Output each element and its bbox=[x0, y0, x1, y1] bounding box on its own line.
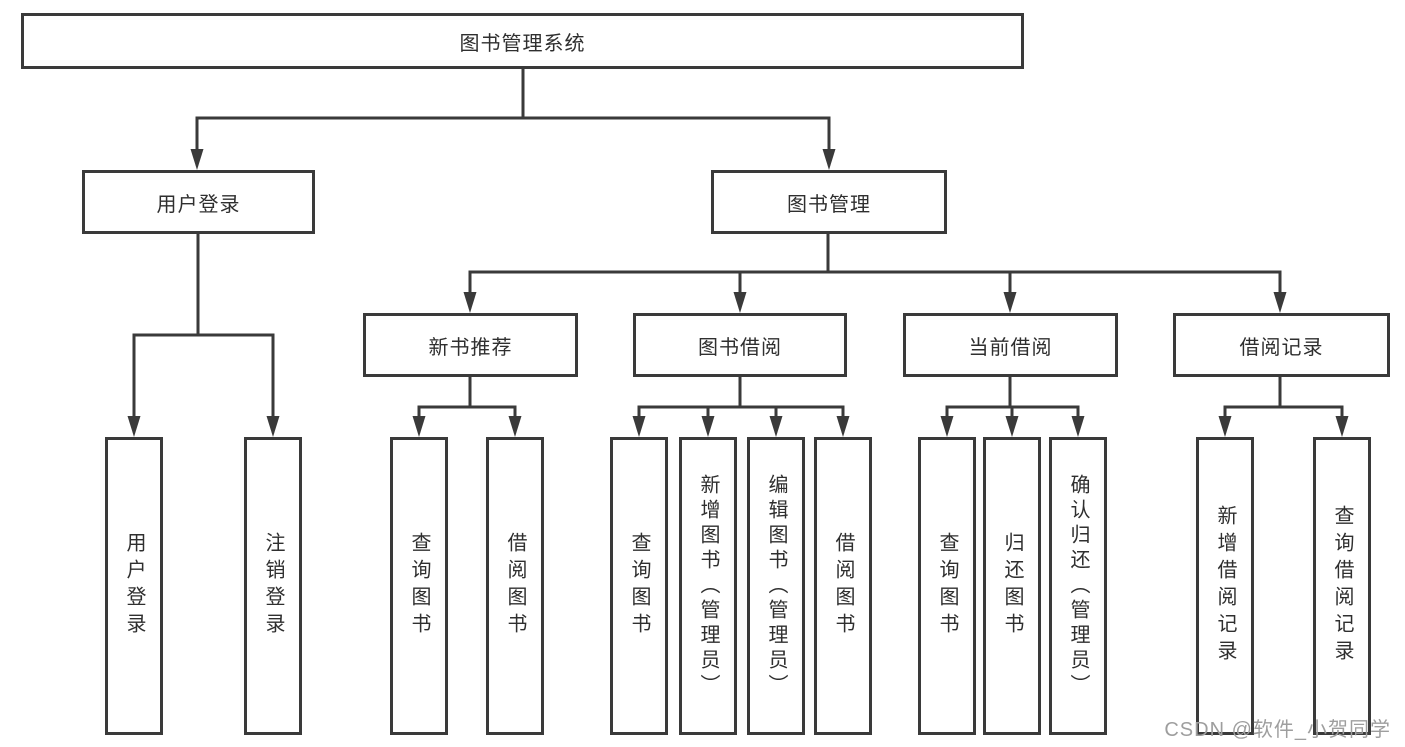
leaf-add-borrow-record: 新增借阅记录 bbox=[1196, 437, 1254, 735]
node-book-borrow: 图书借阅 bbox=[633, 313, 847, 377]
arrowhead bbox=[190, 149, 204, 170]
node-root: 图书管理系统 bbox=[21, 13, 1024, 69]
leaf-return-books: 归还图书 bbox=[983, 437, 1041, 735]
leaf-edit-book-admin: 编辑图书（管理员） bbox=[747, 437, 805, 735]
arrowhead bbox=[701, 416, 715, 437]
arrowhead bbox=[463, 292, 477, 313]
connector-newbook-to-leaves bbox=[417, 375, 517, 420]
node-borrow-records: 借阅记录 bbox=[1173, 313, 1390, 377]
arrowhead bbox=[1005, 416, 1019, 437]
arrowhead bbox=[266, 416, 280, 437]
leaf-borrow-books: 借阅图书 bbox=[814, 437, 872, 735]
node-book-management: 图书管理 bbox=[711, 170, 947, 234]
leaf-user-login: 用户登录 bbox=[105, 437, 163, 735]
connector-currentborrow-to-leaves bbox=[945, 375, 1080, 420]
arrowhead bbox=[632, 416, 646, 437]
node-current-borrow: 当前借阅 bbox=[903, 313, 1118, 377]
connector-borrowrecords-to-leaves bbox=[1223, 375, 1344, 420]
arrowhead bbox=[508, 416, 522, 437]
connector-strokes bbox=[132, 67, 1344, 420]
arrowhead bbox=[836, 416, 850, 437]
leaf-query-books-current: 查询图书 bbox=[918, 437, 976, 735]
arrowhead bbox=[822, 149, 836, 170]
leaf-query-books-borrow: 查询图书 bbox=[610, 437, 668, 735]
watermark-text: CSDN @软件_小贺同学 bbox=[1164, 719, 1391, 741]
leaf-borrow-books-recommend: 借阅图书 bbox=[486, 437, 544, 735]
leaf-query-borrow-record: 查询借阅记录 bbox=[1313, 437, 1371, 735]
arrowhead bbox=[127, 416, 141, 437]
leaf-add-book-admin: 新增图书（管理员） bbox=[679, 437, 737, 735]
arrowhead bbox=[1335, 416, 1349, 437]
arrowhead bbox=[1273, 292, 1287, 313]
arrowhead bbox=[1218, 416, 1232, 437]
connector-userlogin-to-leaves bbox=[132, 232, 275, 420]
leaf-confirm-return-admin: 确认归还（管理员） bbox=[1049, 437, 1107, 735]
arrowheads bbox=[127, 149, 1349, 437]
arrowhead bbox=[769, 416, 783, 437]
connector-bookmgmt-to-level3 bbox=[468, 232, 1282, 296]
arrowhead bbox=[1071, 416, 1085, 437]
connector-bookborrow-to-leaves bbox=[637, 375, 845, 420]
node-new-book-recommend: 新书推荐 bbox=[363, 313, 578, 377]
leaf-logout: 注销登录 bbox=[244, 437, 302, 735]
arrowhead bbox=[940, 416, 954, 437]
node-user-login: 用户登录 bbox=[82, 170, 315, 234]
arrowhead bbox=[733, 292, 747, 313]
arrowhead bbox=[412, 416, 426, 437]
arrowhead bbox=[1003, 292, 1017, 313]
connector-root-to-level2 bbox=[195, 67, 831, 153]
leaf-query-books-recommend: 查询图书 bbox=[390, 437, 448, 735]
